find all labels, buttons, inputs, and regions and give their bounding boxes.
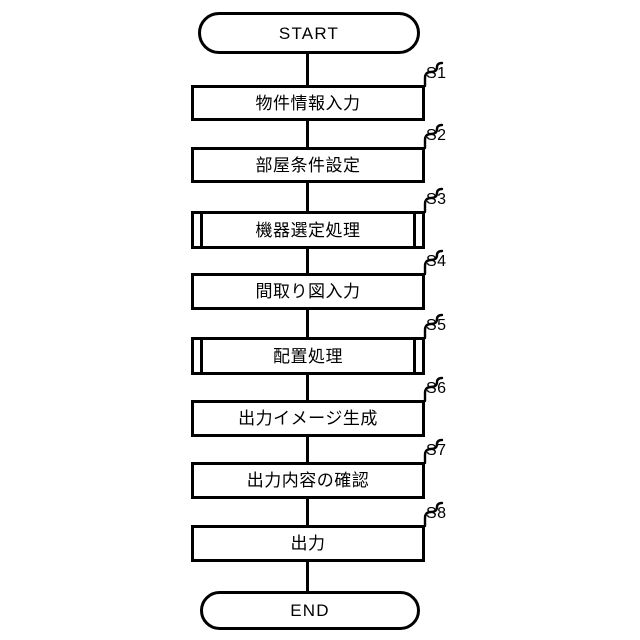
- flowchart-node-s5-label: 配置処理: [273, 346, 343, 366]
- flowchart-start-terminal: START: [198, 12, 420, 54]
- step-label-s1: S1: [426, 65, 447, 82]
- step-label-s8: S8: [426, 505, 447, 522]
- flowchart-node-s5: 配置処理: [191, 337, 425, 375]
- connector-s8-end: [306, 562, 309, 591]
- flowchart-node-s2: 部屋条件設定: [191, 147, 425, 183]
- flowchart-node-s1-label: 物件情報入力: [255, 93, 361, 113]
- step-label-s4: S4: [426, 253, 447, 270]
- flowchart-node-s6: 出力イメージ生成: [191, 400, 425, 437]
- flowchart-end-label: END: [290, 601, 330, 620]
- connector-s5-s6: [306, 375, 309, 400]
- flowchart-node-s6-label: 出力イメージ生成: [238, 409, 378, 428]
- flowchart-node-s4-label: 間取り図入力: [255, 282, 361, 301]
- flowchart-node-s8: 出力: [191, 525, 425, 562]
- step-label-s2: S2: [426, 127, 447, 144]
- flowchart-start-label: START: [278, 23, 340, 43]
- step-label-s3: S3: [426, 191, 447, 208]
- flowchart-node-s1: 物件情報入力: [191, 85, 425, 121]
- flowchart-node-s8-label: 出力: [290, 534, 326, 553]
- flowchart-node-s3: 機器選定処理: [191, 211, 425, 249]
- connector-s6-s7: [306, 437, 309, 462]
- connector-s4-s5: [306, 310, 309, 337]
- connector-s3-s4: [306, 249, 309, 273]
- flowchart-node-s3-label: 機器選定処理: [255, 220, 361, 240]
- step-label-s6: S6: [426, 380, 447, 397]
- flowchart-node-s7-label: 出力内容の確認: [246, 471, 370, 490]
- connector-start-s1: [306, 54, 309, 85]
- connector-s2-s3: [306, 183, 309, 211]
- flowchart-node-s4: 間取り図入力: [191, 273, 425, 310]
- connector-s1-s2: [306, 121, 309, 147]
- step-label-s5: S5: [426, 317, 447, 334]
- step-label-s7: S7: [426, 442, 447, 459]
- flowchart-node-s7: 出力内容の確認: [191, 462, 425, 499]
- connector-s7-s8: [306, 499, 309, 525]
- flowchart-end-terminal: END: [200, 591, 420, 630]
- flowchart-node-s2-label: 部屋条件設定: [255, 155, 361, 175]
